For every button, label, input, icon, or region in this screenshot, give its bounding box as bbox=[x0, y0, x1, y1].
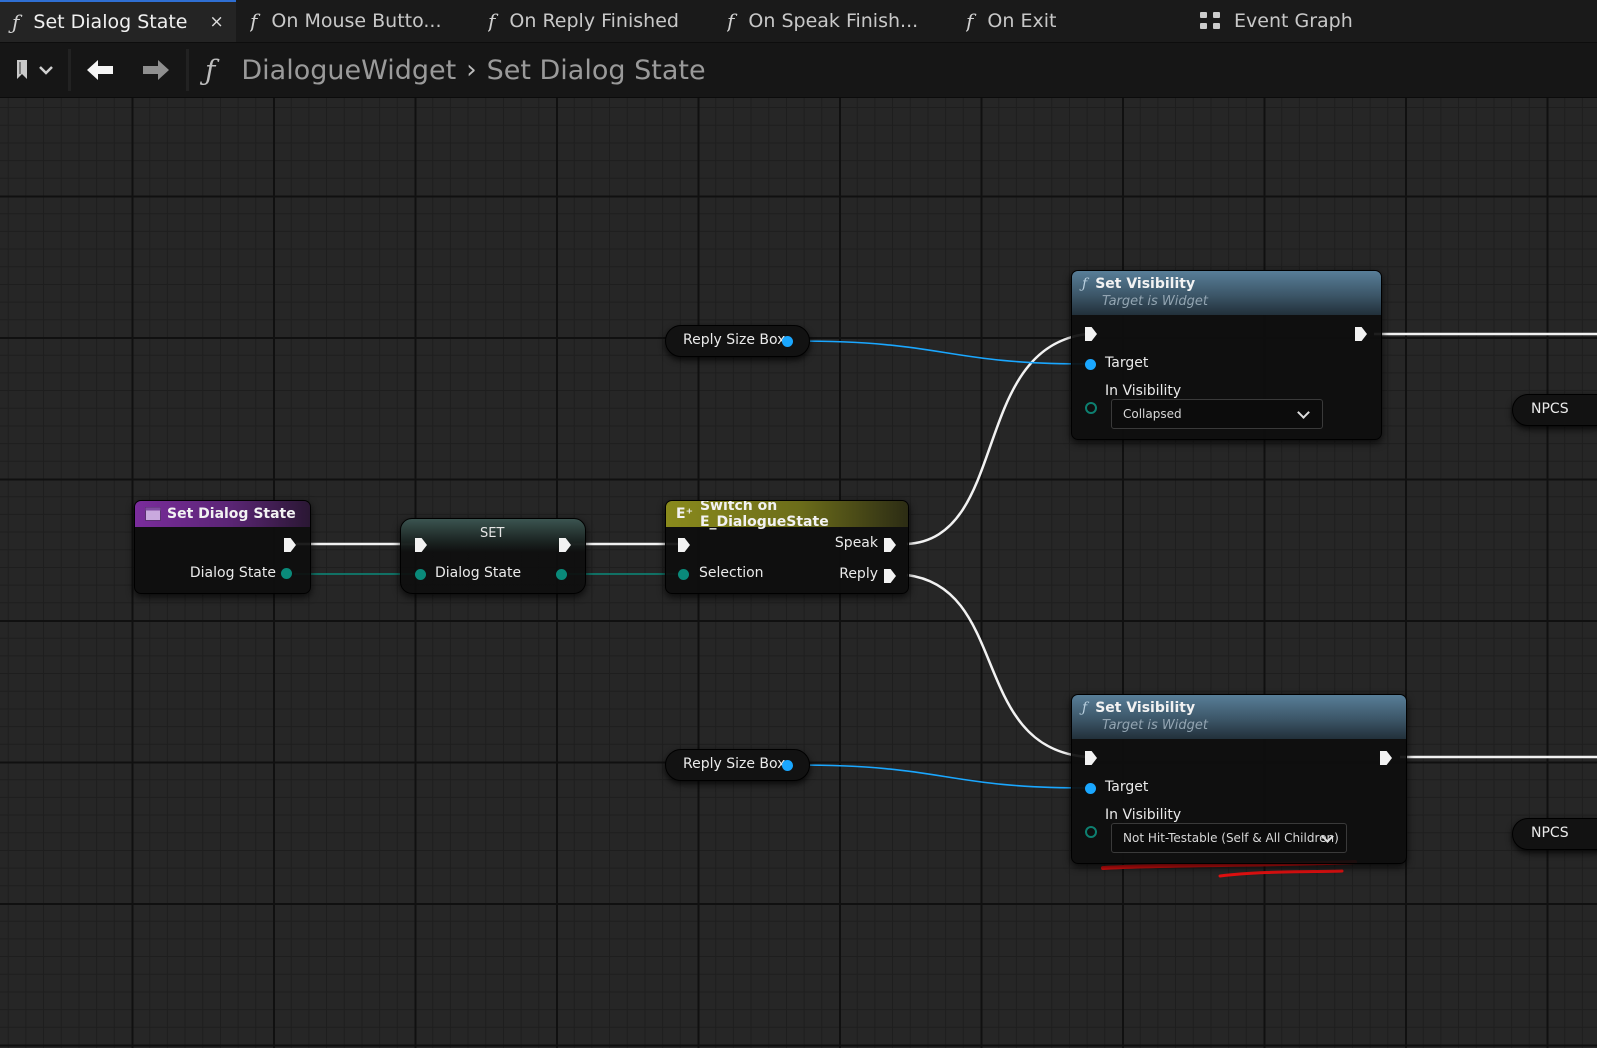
object-input-pin[interactable] bbox=[1085, 783, 1096, 794]
bookmark-icon bbox=[17, 60, 53, 79]
function-icon: ƒ bbox=[1082, 700, 1088, 716]
node-header: ƒ Set Visibility Target is Widget bbox=[1072, 695, 1406, 739]
close-icon[interactable]: × bbox=[209, 12, 224, 32]
node-title: Set Dialog State bbox=[167, 506, 296, 522]
enum-output-pin[interactable] bbox=[556, 569, 567, 580]
tab-label: On Speak Finish... bbox=[748, 10, 917, 32]
tab-label: On Exit bbox=[987, 10, 1057, 32]
tab-event-graph[interactable]: Event Graph bbox=[1200, 0, 1360, 42]
enum-input-pin[interactable] bbox=[415, 569, 426, 580]
node-subtitle: Target is Widget bbox=[1102, 294, 1208, 309]
function-icon: ƒ bbox=[205, 53, 216, 87]
set-visibility-node[interactable]: ƒ Set Visibility Target is Widget Target … bbox=[1071, 694, 1407, 864]
function-icon: ƒ bbox=[966, 9, 974, 33]
back-button[interactable] bbox=[76, 43, 124, 97]
object-wire bbox=[794, 764, 1091, 789]
object-output-pin[interactable] bbox=[782, 336, 793, 347]
pin-label-target: Target bbox=[1105, 355, 1149, 371]
tab-label: On Mouse Butto... bbox=[271, 10, 440, 32]
graph-toolbar: ƒ DialogueWidget › Set Dialog State bbox=[0, 43, 1597, 98]
graph-wires bbox=[294, 332, 1597, 878]
switch-on-enum-node[interactable]: E⁺ Switch on E_DialogueState Selection S… bbox=[665, 500, 909, 594]
bookmark-dropdown-button[interactable] bbox=[6, 43, 62, 97]
function-entry-node[interactable]: Set Dialog State Dialog State bbox=[134, 500, 311, 594]
variable-get-node[interactable]: Reply Size Box bbox=[665, 749, 810, 781]
object-wire bbox=[794, 340, 1091, 365]
breadcrumb-item-blueprint[interactable]: DialogueWidget bbox=[241, 54, 457, 86]
pin-label-selection: Selection bbox=[699, 565, 764, 581]
variable-label: NPCS bbox=[1531, 825, 1569, 841]
function-icon: ƒ bbox=[250, 9, 258, 33]
toolbar-separator bbox=[186, 49, 189, 91]
object-input-pin[interactable] bbox=[1085, 359, 1096, 370]
pin-label-visibility: In Visibility bbox=[1105, 383, 1182, 399]
function-icon: ƒ bbox=[488, 9, 496, 33]
node-title: Set Visibility bbox=[1095, 700, 1196, 716]
pin-label-reply: Reply bbox=[839, 566, 878, 582]
visibility-dropdown[interactable]: Not Hit-Testable (Self & All Children) bbox=[1111, 823, 1347, 853]
switch-icon: E⁺ bbox=[676, 506, 693, 522]
tab-label: Event Graph bbox=[1234, 10, 1353, 32]
variable-label: NPCS bbox=[1531, 401, 1569, 417]
blueprint-graph-canvas[interactable]: Set Dialog State Dialog State SET Dialog… bbox=[0, 98, 1597, 1048]
enum-input-pin[interactable] bbox=[1085, 826, 1097, 838]
function-entry-icon bbox=[145, 507, 161, 521]
event-graph-icon bbox=[1200, 12, 1222, 30]
node-title: Switch on E_DialogueState bbox=[699, 500, 829, 530]
dropdown-value: Collapsed bbox=[1123, 407, 1182, 421]
breadcrumb-item-function[interactable]: Set Dialog State bbox=[486, 54, 706, 86]
tab-label: On Reply Finished bbox=[509, 10, 679, 32]
offscreen-variable-node[interactable]: NPCS bbox=[1512, 818, 1597, 850]
node-title: Set Visibility bbox=[1095, 276, 1196, 292]
function-icon: ƒ bbox=[12, 10, 20, 34]
arrow-left-icon bbox=[87, 60, 113, 80]
pin-label: Dialog State bbox=[435, 565, 522, 581]
visibility-dropdown[interactable]: Collapsed bbox=[1111, 399, 1323, 429]
tab-bar: ƒ Set Dialog State × ƒ On Mouse Butto...… bbox=[0, 0, 1597, 43]
node-title: SET bbox=[480, 526, 505, 541]
pin-label-speak: Speak bbox=[834, 535, 878, 551]
enum-input-pin[interactable] bbox=[678, 569, 689, 580]
node-header: Set Dialog State bbox=[135, 501, 310, 527]
breadcrumb: ƒ DialogueWidget › Set Dialog State bbox=[205, 43, 706, 97]
node-header: E⁺ Switch on E_DialogueState bbox=[666, 500, 908, 530]
object-output-pin[interactable] bbox=[782, 760, 793, 771]
exec-wire bbox=[906, 332, 1088, 546]
pin-label-visibility: In Visibility bbox=[1105, 807, 1182, 823]
arrow-right-icon bbox=[143, 60, 169, 80]
chevron-right-icon: › bbox=[466, 55, 477, 85]
node-header: ƒ Set Visibility Target is Widget bbox=[1072, 271, 1381, 315]
pin-label: Dialog State bbox=[189, 565, 276, 581]
variable-label: Reply Size Box bbox=[683, 332, 786, 348]
tab-set-dialog-state[interactable]: ƒ Set Dialog State × bbox=[0, 0, 236, 42]
tab-on-speak-finished[interactable]: ƒ On Speak Finish... bbox=[727, 0, 917, 42]
dropdown-value: Not Hit-Testable (Self & All Children) bbox=[1123, 831, 1339, 845]
offscreen-variable-node[interactable]: NPCS bbox=[1512, 394, 1597, 426]
enum-output-pin[interactable] bbox=[281, 568, 292, 579]
function-icon: ƒ bbox=[727, 9, 735, 33]
tab-label: Set Dialog State bbox=[33, 11, 188, 33]
set-variable-node[interactable]: SET Dialog State bbox=[400, 518, 586, 594]
variable-label: Reply Size Box bbox=[683, 756, 786, 772]
set-visibility-node[interactable]: ƒ Set Visibility Target is Widget Target … bbox=[1071, 270, 1382, 440]
tab-on-exit[interactable]: ƒ On Exit bbox=[966, 0, 1076, 42]
chevron-down-icon bbox=[1297, 406, 1310, 419]
variable-get-node[interactable]: Reply Size Box bbox=[665, 325, 810, 357]
tab-on-mouse-button[interactable]: ƒ On Mouse Butto... bbox=[250, 0, 440, 42]
enum-input-pin[interactable] bbox=[1085, 402, 1097, 414]
annotation-underline bbox=[1218, 869, 1344, 878]
exec-wire bbox=[906, 573, 1088, 759]
toolbar-separator bbox=[68, 49, 71, 91]
tab-on-reply-finished[interactable]: ƒ On Reply Finished bbox=[488, 0, 688, 42]
node-subtitle: Target is Widget bbox=[1102, 718, 1208, 733]
pin-label-target: Target bbox=[1105, 779, 1149, 795]
forward-button[interactable] bbox=[132, 43, 180, 97]
function-icon: ƒ bbox=[1082, 276, 1088, 292]
